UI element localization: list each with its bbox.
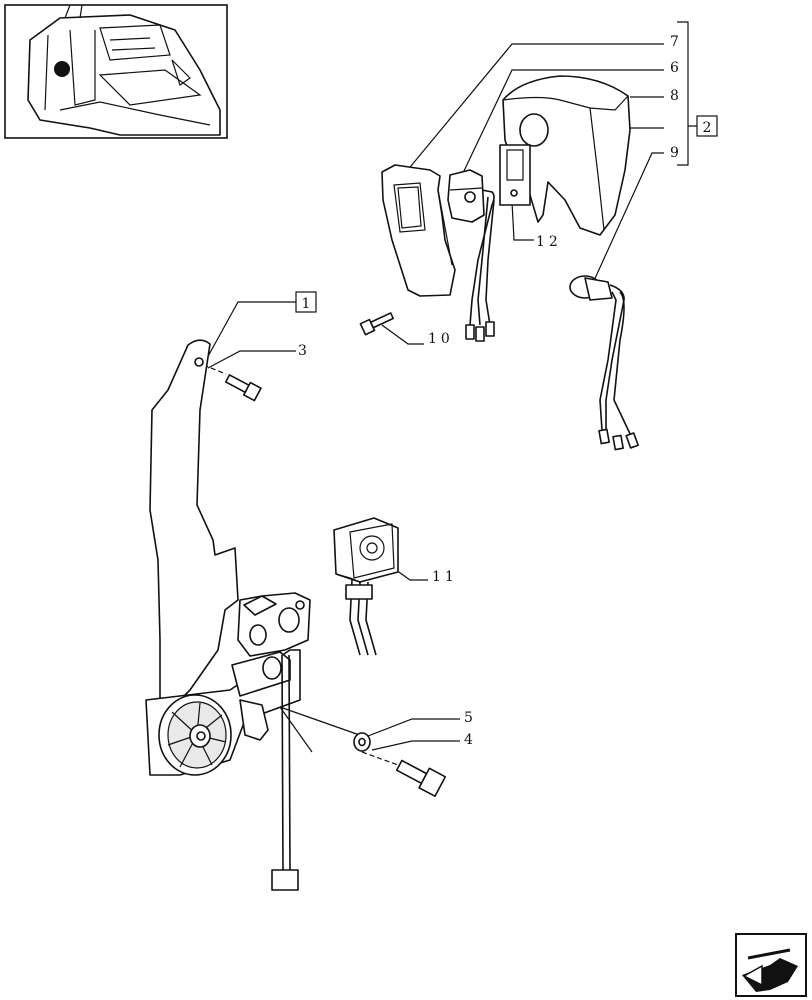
part-label-7: 7 bbox=[670, 34, 679, 50]
part-label-11: 11 bbox=[432, 569, 458, 585]
part-4-bolt bbox=[395, 759, 447, 798]
part-label-10: 10 bbox=[428, 331, 454, 347]
part-5-washer bbox=[353, 732, 399, 766]
part-label-3: 3 bbox=[298, 343, 307, 359]
next-page-arrow-icon[interactable] bbox=[735, 933, 807, 997]
part-3-bolt bbox=[195, 361, 262, 402]
group-label-2-text: 2 bbox=[703, 120, 712, 136]
part-9-sensor bbox=[569, 275, 639, 451]
group-label-1-text: 1 bbox=[302, 296, 311, 312]
part-label-12: 12 bbox=[536, 234, 562, 250]
part-label-9: 9 bbox=[670, 145, 679, 161]
part-10-screw bbox=[359, 312, 395, 336]
group-label-1: 1 bbox=[295, 291, 317, 313]
part-label-6: 6 bbox=[670, 60, 679, 76]
part-6-switch bbox=[447, 169, 495, 342]
tractor-cab-locator-icon bbox=[27, 4, 221, 136]
part-8-cover bbox=[502, 75, 631, 236]
part-1-lever-arm bbox=[145, 339, 369, 891]
part-11-module bbox=[333, 517, 399, 656]
part-12-bracket bbox=[499, 144, 531, 206]
part-label-5: 5 bbox=[464, 710, 473, 726]
part-label-4: 4 bbox=[464, 732, 473, 748]
leader-lines bbox=[205, 43, 664, 751]
group-2-bracket bbox=[677, 21, 697, 166]
part-label-8: 8 bbox=[670, 88, 679, 104]
locator-thumbnail bbox=[4, 4, 228, 139]
group-label-2: 2 bbox=[696, 115, 718, 137]
part-7-cover bbox=[381, 164, 456, 297]
